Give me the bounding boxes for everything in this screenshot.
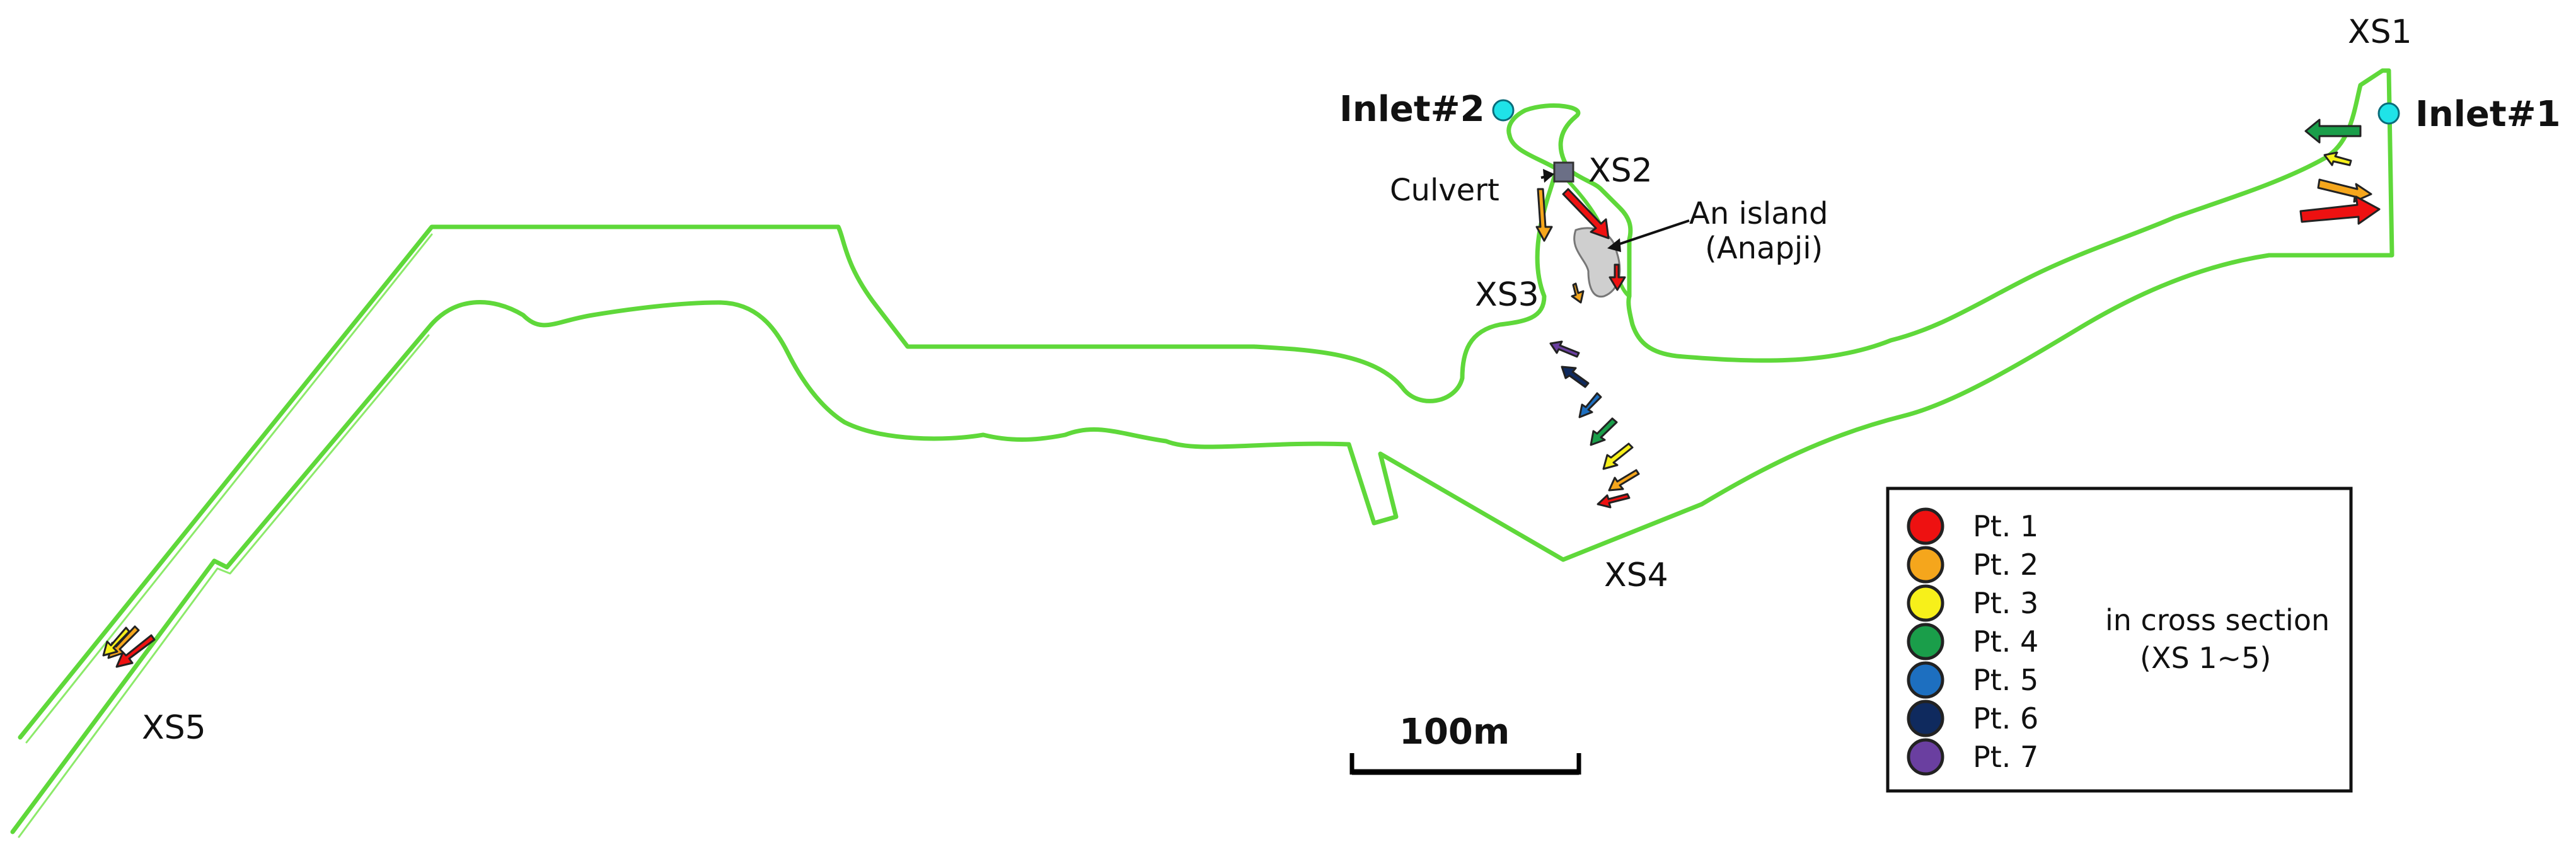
xs5-arrow-pt1: [115, 634, 156, 668]
xs2-arrow-pt2: [1535, 188, 1553, 242]
legend-swatch-pt4: [1907, 623, 1944, 660]
legend-swatch-pt2: [1907, 546, 1944, 584]
xs1-arrow-pt1: [2299, 195, 2381, 225]
inlet2-label: Inlet#2: [1339, 89, 1485, 130]
legend-label-pt5: Pt. 5: [1973, 663, 2038, 697]
channel-upper-bank-inner: [25, 233, 433, 744]
legend: Pt. 1 Pt. 2 Pt. 3 Pt. 4 Pt. 5 Pt. 6 Pt. 7 in c…: [1886, 487, 2353, 793]
xs2-arrow-pt1: [1562, 188, 1610, 239]
xs1-arrow-pt3: [2323, 151, 2352, 166]
island-label-line1: An island: [1689, 196, 1828, 231]
scale-bar: 100m: [1349, 712, 1581, 775]
legend-swatch-pt6: [1907, 700, 1944, 737]
xs4-arrow-pt1: [1597, 493, 1631, 509]
island-label-line2: (Anapji): [1705, 231, 1823, 266]
inlet2-marker: [1492, 99, 1515, 122]
xs5-arrow-pt3: [102, 626, 130, 657]
legend-label-pt6: Pt. 6: [1973, 701, 2038, 735]
island-anapji: [1573, 227, 1621, 298]
channel-upper-bank: [18, 68, 2391, 740]
xs4-arrow-pt5: [1578, 392, 1602, 418]
legend-box: [1886, 487, 2353, 793]
legend-swatch-pt7: [1907, 738, 1944, 776]
channel-lower-bank: [10, 68, 2394, 834]
legend-label-pt1: Pt. 1: [1973, 509, 2038, 543]
inlet1-label: Inlet#1: [2415, 94, 2561, 135]
culvert-label: Culvert: [1390, 173, 1499, 208]
island-pointer: [1610, 219, 1690, 248]
legend-label-pt7: Pt. 7: [1973, 740, 2038, 774]
velocity-arrows: [102, 118, 2381, 668]
xs3-arrow-pt2: [1571, 282, 1585, 304]
xs5-label: XS5: [142, 709, 206, 747]
xs4-arrow-pt4: [1590, 417, 1618, 446]
xs3-label: XS3: [1475, 276, 1539, 314]
island-pointer-head: [1607, 238, 1621, 252]
culvert-marker: [1553, 161, 1574, 183]
legend-label-pt4: Pt. 4: [1973, 625, 2038, 659]
xs2-label: XS2: [1588, 152, 1653, 190]
channel-lower-bank-inner: [18, 334, 430, 838]
legend-note-line2: (XS 1~5): [2140, 641, 2271, 675]
xs4-arrow-pt3: [1602, 442, 1634, 470]
xs4-arrow-pt7: [1549, 340, 1580, 358]
inlet1-marker: [2377, 102, 2400, 125]
legend-swatch-pt3: [1907, 584, 1944, 622]
scale-bar-label: 100m: [1399, 712, 1510, 752]
culvert-pointer-head: [1543, 169, 1554, 183]
legend-note-line1: in cross section: [2105, 603, 2330, 637]
xs4-label: XS4: [1604, 556, 1668, 594]
legend-label-pt3: Pt. 3: [1973, 586, 2038, 620]
legend-swatch-pt1: [1907, 507, 1944, 545]
xs1-arrow-pt2: [2317, 178, 2372, 203]
xs3-arrow-pt1: [1609, 263, 1626, 291]
xs1-label: XS1: [2348, 13, 2412, 51]
xs4-arrow-pt2: [1608, 469, 1640, 492]
xs4-arrow-pt6: [1561, 366, 1590, 388]
xs1-arrow-pt4: [2304, 118, 2362, 144]
legend-label-pt2: Pt. 2: [1973, 548, 2038, 582]
legend-swatch-pt5: [1907, 661, 1944, 699]
